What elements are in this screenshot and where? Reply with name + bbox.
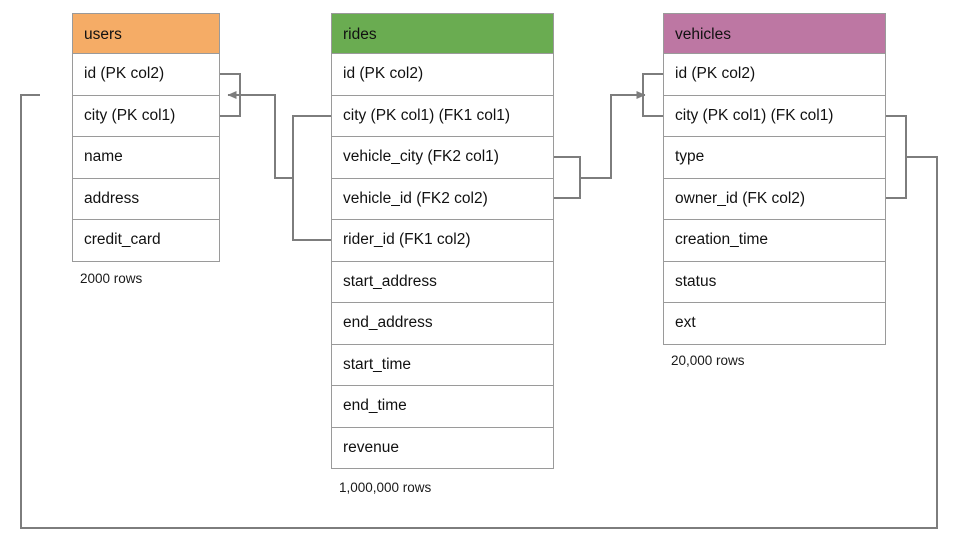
- table-users-header: users: [72, 13, 220, 54]
- connector-fk1-rides-to-users: [220, 73, 331, 241]
- table-vehicles-column-5[interactable]: status: [663, 261, 886, 303]
- table-users-column-2[interactable]: name: [72, 137, 220, 179]
- table-rides-column-3[interactable]: vehicle_id (FK2 col2): [331, 178, 554, 220]
- table-rides-header: rides: [331, 13, 554, 54]
- table-rides-column-4[interactable]: rider_id (FK1 col2): [331, 220, 554, 262]
- table-users-row-count: 2000 rows: [80, 271, 143, 286]
- table-vehicles-column-2[interactable]: type: [663, 137, 886, 179]
- table-vehicles-row-count: 20,000 rows: [671, 353, 745, 368]
- table-rides-column-9[interactable]: revenue: [331, 427, 554, 469]
- table-rides-column-7[interactable]: start_time: [331, 344, 554, 386]
- table-rides-row-count: 1,000,000 rows: [339, 480, 432, 495]
- table-users-column-0[interactable]: id (PK col2): [72, 54, 220, 96]
- table-rides-column-6[interactable]: end_address: [331, 303, 554, 345]
- table-vehicles-header: vehicles: [663, 13, 886, 54]
- table-users-column-4[interactable]: credit_card: [72, 220, 220, 262]
- table-users-column-3[interactable]: address: [72, 178, 220, 220]
- table-rides-column-0[interactable]: id (PK col2): [331, 54, 554, 96]
- table-vehicles-column-1[interactable]: city (PK col1) (FK col1): [663, 95, 886, 137]
- table-rides-column-2[interactable]: vehicle_city (FK2 col1): [331, 137, 554, 179]
- table-vehicles-column-6[interactable]: ext: [663, 303, 886, 345]
- table-rides[interactable]: rides id (PK col2) city (PK col1) (FK1 c…: [331, 13, 554, 469]
- table-users-column-1[interactable]: city (PK col1): [72, 95, 220, 137]
- table-rides-column-1[interactable]: city (PK col1) (FK1 col1): [331, 95, 554, 137]
- table-vehicles-column-3[interactable]: owner_id (FK col2): [663, 178, 886, 220]
- connector-fk2-rides-to-vehicles: [554, 73, 663, 199]
- table-users[interactable]: users id (PK col2) city (PK col1) name a…: [72, 13, 220, 262]
- table-rides-column-5[interactable]: start_address: [331, 261, 554, 303]
- table-rides-column-8[interactable]: end_time: [331, 386, 554, 428]
- table-vehicles-column-4[interactable]: creation_time: [663, 220, 886, 262]
- table-vehicles-column-0[interactable]: id (PK col2): [663, 54, 886, 96]
- table-vehicles[interactable]: vehicles id (PK col2) city (PK col1) (FK…: [663, 13, 886, 345]
